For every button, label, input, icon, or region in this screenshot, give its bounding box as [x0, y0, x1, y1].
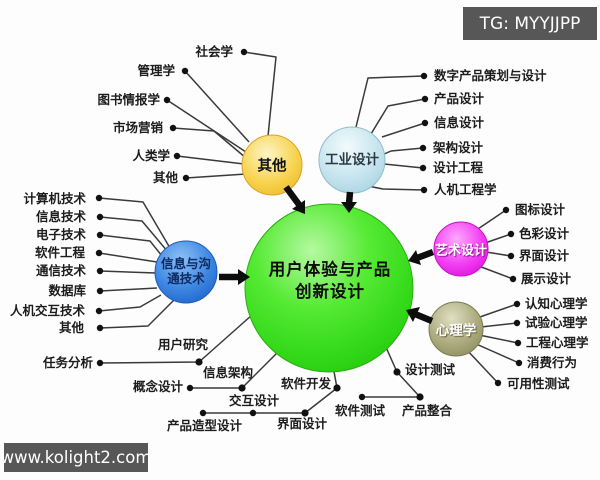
industrial-node-label: 工业设计	[325, 152, 379, 168]
leaf-label: 信息设计	[434, 115, 485, 130]
leaf-label: 产品整合	[402, 403, 453, 418]
leaf-label: 交互设计	[229, 393, 280, 408]
leaf-label: 任务分析	[42, 355, 93, 370]
other-node-label: 其他	[257, 158, 287, 175]
leaf-label: 认知心理学	[525, 296, 588, 311]
leaf-label: 其他	[152, 170, 178, 185]
watermark-top-right: TG: MYYJJPP	[463, 7, 597, 40]
art-node-label: 艺术设计	[434, 243, 488, 259]
psychology-node-circle	[428, 301, 484, 357]
leaf-label: 信息技术	[35, 209, 86, 224]
center-node-line2: 创新设计	[295, 282, 365, 301]
leaf-label: 管理学	[137, 63, 175, 78]
leaf-label: 界面设计	[277, 416, 328, 431]
leaf-label: 其他	[58, 320, 84, 335]
leaf-label: 可用性测试	[507, 376, 570, 391]
leaf-label: 人类学	[132, 148, 170, 163]
leaf-label: 色彩设计	[519, 226, 570, 241]
art-node-circle	[433, 221, 489, 277]
leaf-label: 数据库	[48, 283, 86, 298]
center-node-circle	[244, 203, 414, 373]
leaf-label: 产品造型设计	[167, 418, 243, 433]
ict-node-label: 信息与沟 通技术	[161, 256, 211, 286]
leaf-label: 产品设计	[434, 91, 485, 106]
leaf-label: 软件开发	[281, 376, 332, 391]
leaf-label: 社会学	[195, 44, 233, 59]
leaf-bullets	[95, 48, 523, 417]
leaf-label: 数字产品策划与设计	[434, 68, 547, 83]
leaf-label: 概念设计	[132, 379, 183, 394]
other-node-circle	[241, 134, 303, 196]
leaf-label: 工程心理学	[526, 335, 589, 350]
leaf-label: 界面设计	[519, 248, 570, 263]
leaf-label: 计算机技术	[23, 191, 86, 206]
ict-node-line1: 信息与沟	[160, 256, 212, 271]
leaf-label: 通信技术	[35, 263, 86, 278]
leaf-label: 图标设计	[515, 202, 566, 217]
leaf-label: 架构设计	[433, 140, 484, 155]
leaf-label: 人机工程学	[434, 182, 497, 197]
leaf-label: 用户研究	[157, 337, 208, 352]
arrows	[219, 185, 435, 325]
leaf-label: 市场营销	[112, 120, 163, 135]
leaf-label: 信息架构	[203, 365, 254, 380]
leaf-label: 电子技术	[35, 227, 86, 242]
leaf-label: 设计测试	[405, 362, 456, 377]
leaf-label: 展示设计	[521, 271, 572, 286]
leaf-label: 消费行为	[527, 355, 578, 370]
leaf-label: 图书情报学	[97, 92, 160, 107]
leaf-label: 软件测试	[335, 403, 386, 418]
leaf-label: 试验心理学	[525, 315, 588, 330]
ict-node-circle	[154, 240, 218, 304]
leaf-label: 设计工程	[433, 160, 484, 175]
center-node-label: 用户体验与产品 创新设计	[269, 259, 392, 303]
leaf-label: 人机交互技术	[9, 303, 85, 318]
psychology-node-label: 心理学	[435, 323, 477, 339]
watermark-bottom-left: www.kolight2.com	[1, 443, 151, 472]
center-node-line1: 用户体验与产品	[268, 260, 392, 279]
leaf-label: 软件工程	[34, 245, 85, 260]
ict-node-line2: 通技术	[167, 271, 205, 286]
